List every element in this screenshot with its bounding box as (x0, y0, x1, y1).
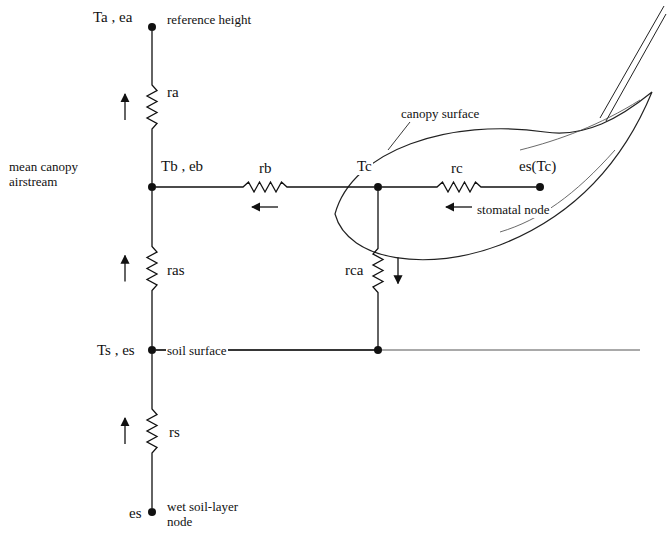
flux-arrow (124, 418, 125, 444)
node-label: soil surface (166, 344, 228, 359)
resistor-line (156, 191, 383, 350)
flux-arrow (446, 206, 472, 207)
resistor-connector (125, 354, 157, 508)
resistance-label: rca (344, 262, 364, 279)
state-symbol: Ts , es (96, 342, 136, 359)
resistance-label: ras (166, 262, 186, 279)
flux-arrow (397, 258, 398, 284)
node-label: wet soil-layer node (166, 500, 254, 530)
state-symbol: Tc (356, 158, 373, 175)
node-label: stomatal node (476, 203, 551, 218)
state-symbol: Ta , ea (92, 9, 133, 26)
state-symbol: Tb , eb (160, 158, 204, 175)
resistor-line (382, 182, 536, 192)
resistor-connector (125, 31, 157, 183)
resistance-label: ra (166, 84, 180, 101)
resistor-line (147, 354, 157, 508)
resistor-line (156, 182, 374, 192)
node-label: canopy surface (400, 107, 480, 122)
flux-arrow (124, 94, 125, 120)
wet-soil-node: eswet soil-layer node (148, 508, 156, 516)
flux-arrow (124, 256, 125, 282)
resistance-label: rc (450, 160, 464, 177)
flux-arrow (252, 206, 278, 207)
resistance-label: rb (258, 160, 273, 177)
canopy-airstream-node: Tb , ebmean canopy airstream (148, 183, 156, 191)
resistor-connector (156, 191, 398, 350)
resistor-line (147, 191, 157, 346)
stomatal-node: es(Tc)stomatal node (536, 183, 544, 191)
resistor-connector (125, 191, 157, 346)
leaf-outline (335, 92, 652, 260)
state-symbol: es(Tc) (518, 158, 557, 175)
leader-line (388, 122, 410, 150)
resistor-line (147, 31, 157, 183)
leaf-stem (600, 6, 666, 121)
resistance-label: rs (168, 424, 181, 441)
soil-surface-node: Ts , essoil surface (148, 346, 156, 354)
resistor-connector (156, 182, 374, 207)
node-label: reference height (166, 13, 252, 28)
reference-height-node: Ta , eareference height (148, 23, 156, 31)
node-label: mean canopy airstream (8, 160, 110, 190)
canopy-surface-node: Tccanopy surface (374, 183, 382, 191)
state-symbol: es (128, 505, 143, 522)
